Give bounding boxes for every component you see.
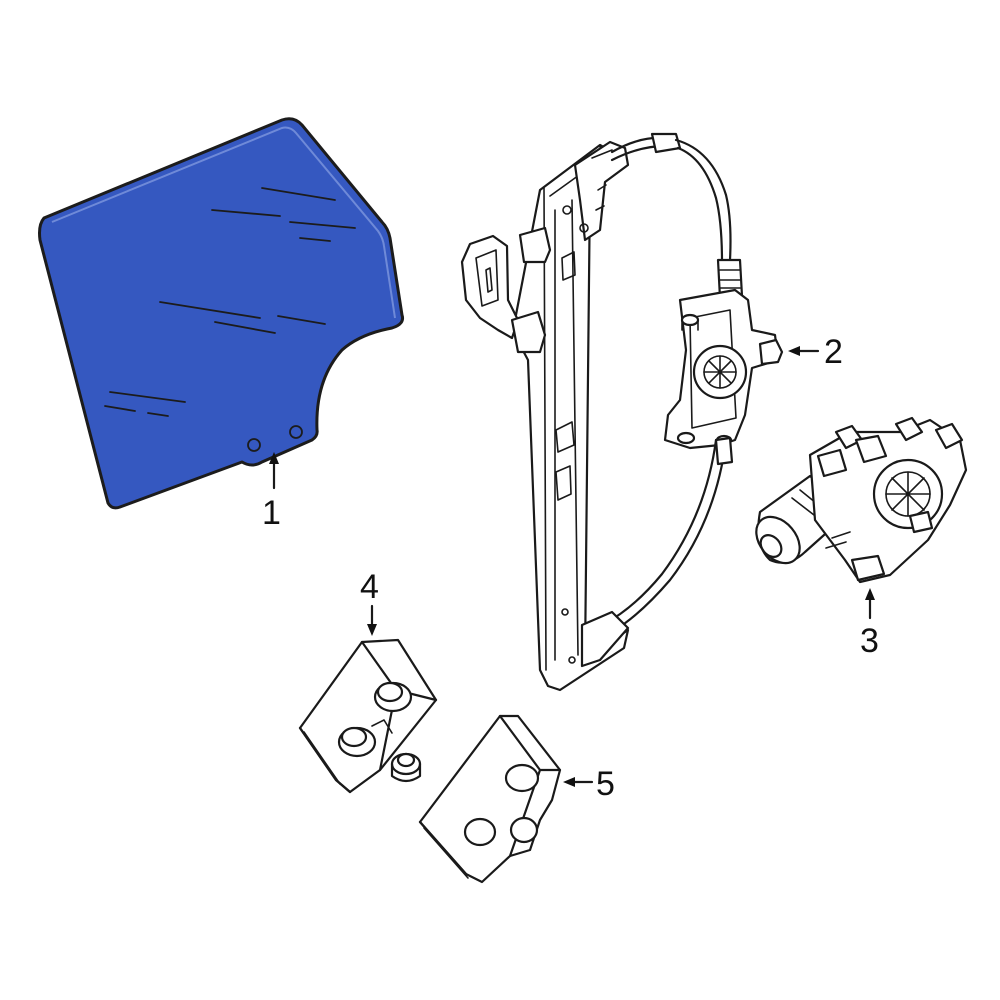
glass-clip-front[interactable] (298, 638, 438, 794)
callout-3-label: 3 (860, 622, 879, 660)
window-motor[interactable] (747, 416, 968, 584)
glass-clip-rear[interactable] (418, 714, 562, 884)
window-regulator[interactable] (460, 132, 784, 692)
glass-mount-hole (247, 438, 261, 452)
callout-1[interactable]: 1 (262, 452, 281, 532)
callout-2-label: 2 (824, 333, 843, 371)
glass-reflection-lines (104, 187, 356, 417)
callout-3[interactable]: 3 (860, 588, 879, 660)
window-glass[interactable] (38, 117, 404, 510)
callout-5[interactable]: 5 (563, 765, 615, 803)
callout-5-label: 5 (596, 765, 615, 803)
callout-4[interactable]: 4 (360, 568, 379, 636)
callout-1-label: 1 (262, 494, 281, 532)
glass-mount-hole (289, 425, 303, 439)
callout-4-label: 4 (360, 568, 379, 606)
callout-2[interactable]: 2 (788, 333, 843, 371)
